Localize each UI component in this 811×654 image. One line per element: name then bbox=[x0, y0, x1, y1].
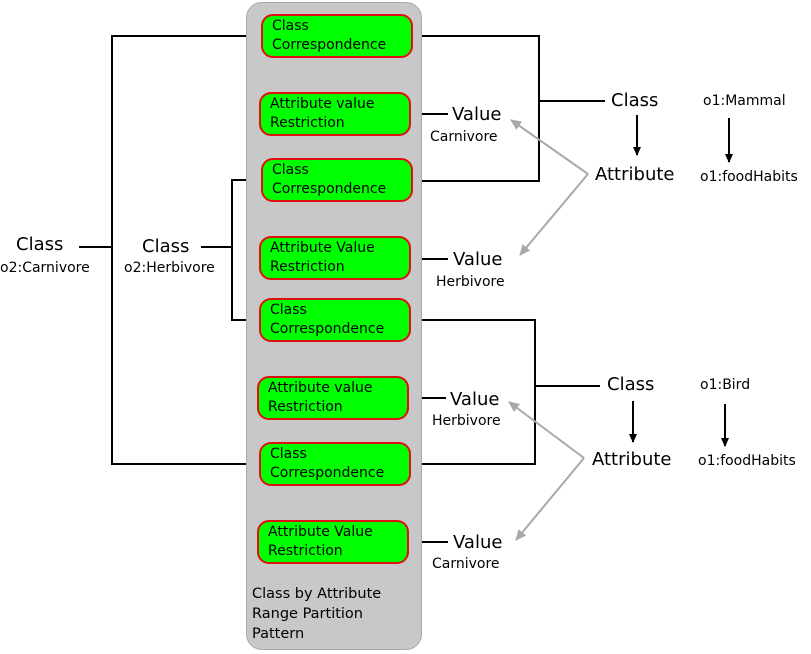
value-name: Herbivore bbox=[436, 274, 505, 290]
right-attribute-name: o1:foodHabits bbox=[700, 169, 798, 185]
value-name: Carnivore bbox=[432, 556, 500, 572]
attribute-value-restriction-box[interactable]: Attribute value Restriction bbox=[259, 92, 411, 136]
box-line1: Class bbox=[270, 446, 307, 462]
box-line1: Class bbox=[272, 162, 309, 178]
box-line2: Restriction bbox=[268, 543, 343, 559]
outer-bracket bbox=[111, 35, 261, 465]
right-bracket bbox=[413, 35, 540, 182]
right-attribute-label: Attribute bbox=[595, 164, 675, 185]
right-class-name: o1:Mammal bbox=[703, 93, 786, 109]
value-name: Herbivore bbox=[432, 413, 501, 429]
box-line2: Restriction bbox=[270, 115, 345, 131]
inner-class-name: o2:Herbivore bbox=[124, 260, 215, 276]
caption-line: Class by Attribute bbox=[252, 586, 382, 602]
pattern-caption: Class by Attribute Range Partition Patte… bbox=[252, 584, 412, 644]
class-correspondence-box[interactable]: Class Correspondence bbox=[259, 298, 411, 342]
value-label: Value bbox=[450, 389, 500, 410]
box-line1: Attribute Value bbox=[268, 524, 373, 540]
value-label: Value bbox=[452, 104, 502, 125]
box-line2: Correspondence bbox=[272, 37, 387, 53]
value-name: Carnivore bbox=[430, 129, 498, 145]
right-class-label: Class bbox=[611, 90, 659, 111]
box-line2: Correspondence bbox=[270, 321, 385, 337]
attribute-value-restriction-box[interactable]: Attribute value Restriction bbox=[257, 376, 409, 420]
box-line1: Attribute value bbox=[268, 380, 373, 396]
value-label: Value bbox=[453, 532, 503, 553]
outer-class-label: Class bbox=[16, 234, 64, 255]
right-attribute-label: Attribute bbox=[592, 449, 672, 470]
gray-arrow bbox=[510, 119, 589, 175]
value-label: Value bbox=[453, 249, 503, 270]
right-attribute-name: o1:foodHabits bbox=[698, 453, 796, 469]
class-correspondence-box[interactable]: Class Correspondence bbox=[261, 158, 413, 202]
box-line1: Attribute value bbox=[270, 96, 375, 112]
box-line2: Correspondence bbox=[270, 465, 385, 481]
box-line1: Class bbox=[272, 18, 309, 34]
box-line2: Restriction bbox=[268, 399, 343, 415]
gray-arrow bbox=[519, 173, 589, 256]
attribute-value-restriction-box[interactable]: Attribute Value Restriction bbox=[259, 236, 411, 280]
box-line2: Correspondence bbox=[272, 181, 387, 197]
right-class-label: Class bbox=[607, 374, 655, 395]
box-line2: Restriction bbox=[270, 259, 345, 275]
outer-class-name: o2:Carnivore bbox=[0, 260, 90, 276]
attribute-value-restriction-box[interactable]: Attribute Value Restriction bbox=[257, 520, 409, 564]
right-bracket bbox=[411, 319, 536, 465]
gray-arrow bbox=[508, 401, 585, 459]
right-class-name: o1:Bird bbox=[700, 377, 751, 393]
caption-line: Pattern bbox=[252, 626, 305, 642]
inner-class-label: Class bbox=[142, 236, 190, 257]
box-line1: Class bbox=[270, 302, 307, 318]
gray-arrow bbox=[515, 457, 585, 541]
caption-line: Range Partition bbox=[252, 606, 363, 622]
class-correspondence-box[interactable]: Class Correspondence bbox=[261, 14, 413, 58]
class-correspondence-box[interactable]: Class Correspondence bbox=[259, 442, 411, 486]
box-line1: Attribute Value bbox=[270, 240, 375, 256]
